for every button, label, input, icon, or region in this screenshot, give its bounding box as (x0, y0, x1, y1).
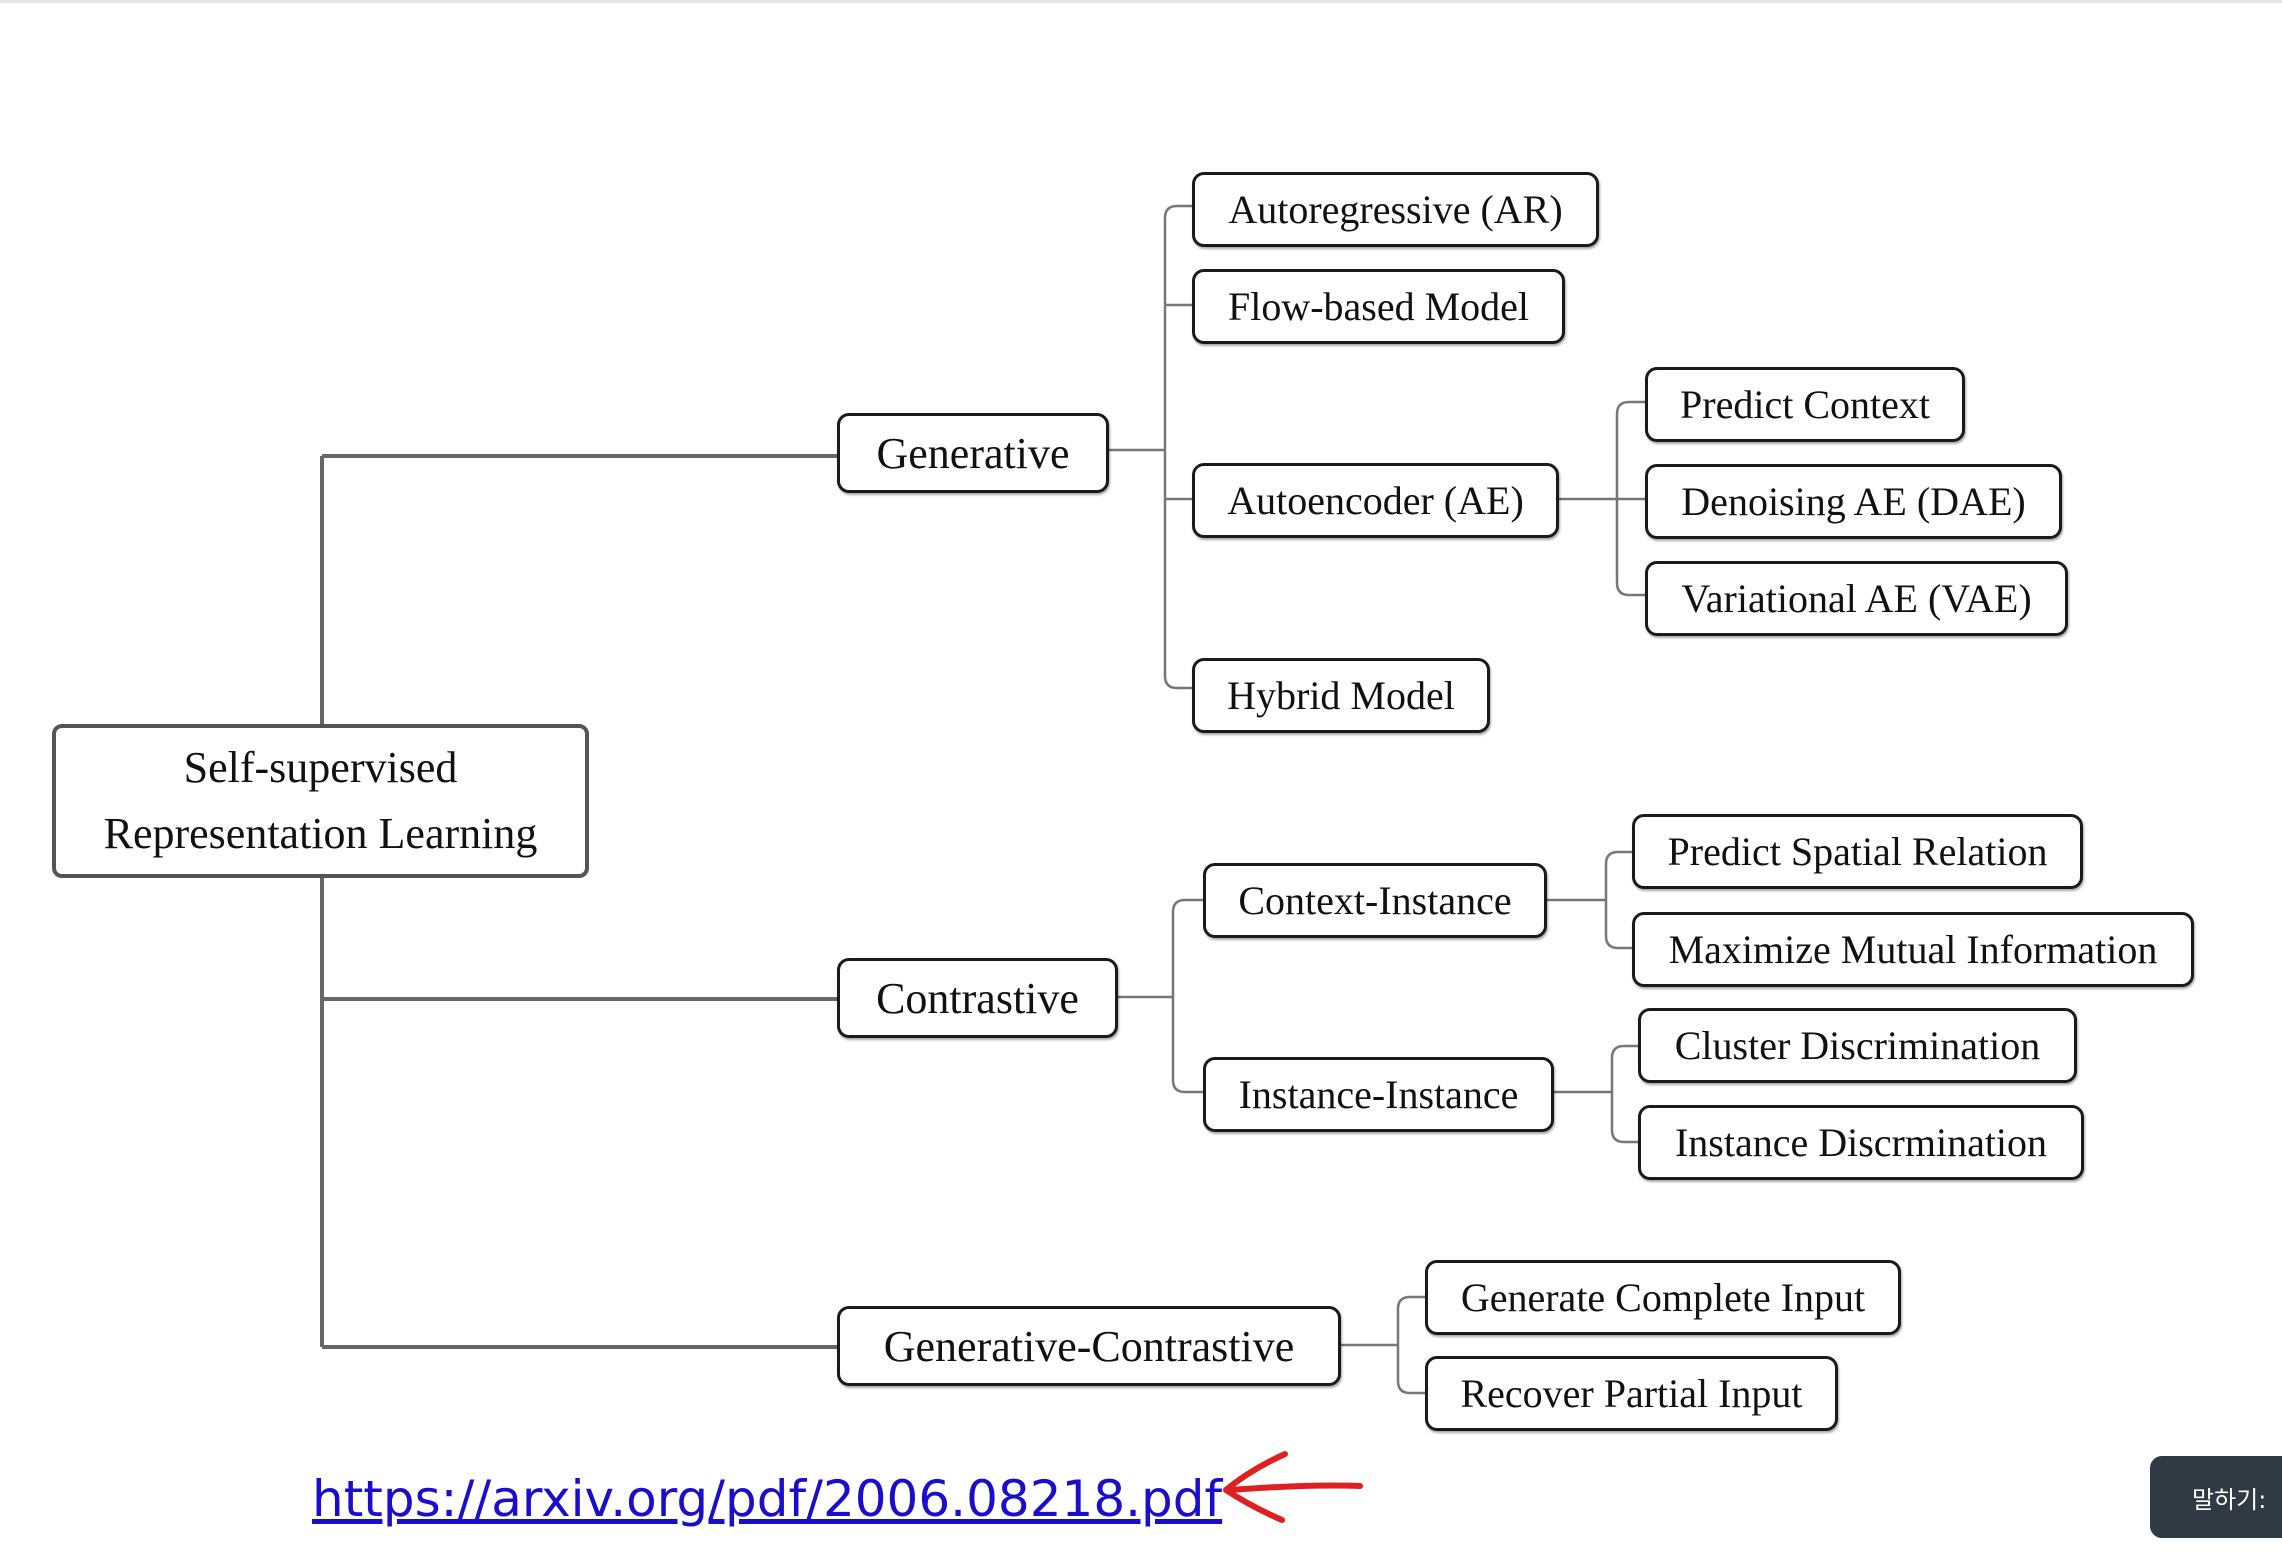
node-contrastive: Contrastive (837, 958, 1118, 1038)
node-variational-ae: Variational AE (VAE) (1645, 561, 2068, 636)
node-cluster-discrimination: Cluster Discrimination (1638, 1008, 2077, 1083)
source-link[interactable]: https://arxiv.org/pdf/2006.08218.pdf (312, 1470, 1223, 1528)
node-denoising-ae: Denoising AE (DAE) (1645, 464, 2062, 539)
red-arrow-annotation (1223, 1451, 1363, 1523)
node-hybrid-model: Hybrid Model (1192, 658, 1490, 733)
node-instance-discrimination: Instance Discrmination (1638, 1105, 2084, 1180)
node-maximize-mutual-information: Maximize Mutual Information (1632, 912, 2194, 987)
node-generate-complete-input: Generate Complete Input (1425, 1260, 1901, 1335)
contrastive-bracket (1171, 898, 1205, 1094)
node-predict-context: Predict Context (1645, 367, 1965, 442)
node-instance-instance: Instance-Instance (1203, 1057, 1554, 1132)
node-autoencoder: Autoencoder (AE) (1192, 463, 1559, 538)
generative-bracket (1163, 204, 1193, 690)
node-generative-contrastive: Generative-Contrastive (837, 1306, 1341, 1386)
node-flow-based-model: Flow-based Model (1192, 269, 1565, 344)
node-predict-spatial-relation: Predict Spatial Relation (1632, 814, 2083, 889)
node-recover-partial-input: Recover Partial Input (1425, 1356, 1838, 1431)
top-divider (0, 0, 2282, 3)
root-label-line2: Representation Learning (103, 809, 538, 858)
instance-instance-bracket (1610, 1044, 1640, 1144)
speak-button-label: 말하기: (2192, 1485, 2267, 1514)
context-instance-bracket (1604, 850, 1634, 950)
node-generative: Generative (837, 413, 1109, 493)
root-node: Self-supervised Representation Learning (52, 724, 589, 878)
root-label-line1: Self-supervised (183, 743, 458, 792)
speak-button[interactable]: 말하기: (2150, 1456, 2282, 1538)
gc-bracket (1396, 1295, 1427, 1395)
node-autoregressive: Autoregressive (AR) (1192, 172, 1599, 247)
node-context-instance: Context-Instance (1203, 863, 1547, 938)
